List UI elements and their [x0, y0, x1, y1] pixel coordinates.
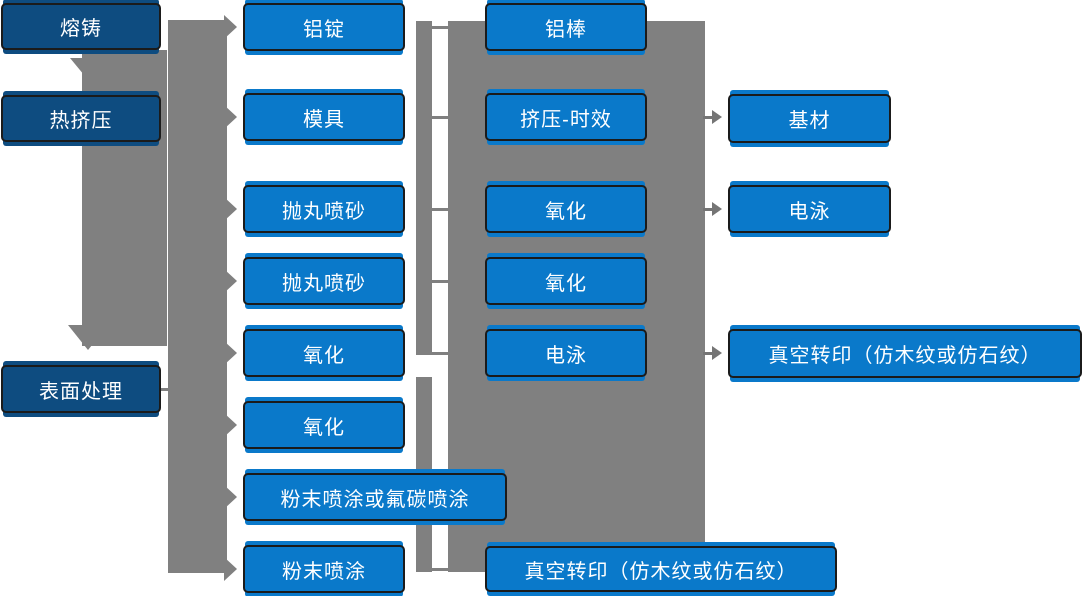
link-row8	[432, 568, 485, 571]
arrow-right-row2-icon	[224, 105, 237, 129]
arrow-right-row5-icon	[224, 341, 237, 365]
node-vacuum-transfer-print-bottom: 真空转印（仿木纹或仿石纹）	[485, 546, 837, 592]
arrow-right-row4-icon	[224, 269, 237, 293]
link-row4	[432, 280, 448, 283]
link-row2	[432, 116, 448, 119]
node-oxidation-2: 氧化	[243, 401, 405, 449]
node-surface-treatment: 表面处理	[1, 365, 161, 413]
node-electrophoresis-2: 电泳	[728, 185, 891, 233]
node-oxidation-1: 氧化	[243, 329, 405, 377]
arrow-to-substrate-icon	[712, 110, 722, 124]
node-aluminum-rod: 铝棒	[485, 3, 647, 51]
node-substrate: 基材	[728, 94, 891, 143]
arrow-right-row8-icon	[224, 557, 237, 581]
node-melting-casting: 熔铸	[1, 3, 161, 50]
link-surface-treatment	[161, 388, 176, 391]
node-electrophoresis-1: 电泳	[485, 329, 647, 377]
node-mold: 模具	[243, 93, 405, 141]
arrow-down-to-hot-extrusion-icon	[70, 58, 108, 81]
node-hot-extrusion: 热挤压	[1, 95, 161, 142]
arrow-to-vacuum-transfer-icon	[712, 346, 722, 360]
link-row1	[432, 26, 448, 29]
connector-bar-upper	[416, 21, 432, 355]
arrow-to-electrophoresis-icon	[712, 202, 722, 216]
node-vacuum-transfer-print-right: 真空转印（仿木纹或仿石纹）	[728, 329, 1082, 378]
node-oxidation-4: 氧化	[485, 257, 647, 305]
link-row5	[432, 352, 448, 355]
arrow-right-row3-icon	[224, 197, 237, 221]
node-powder-coating: 粉末喷涂	[243, 545, 405, 593]
arrow-right-row1-icon	[224, 15, 237, 39]
node-extrusion-aging: 挤压-时效	[485, 93, 647, 141]
arrow-right-row7-icon	[224, 485, 237, 509]
node-aluminum-ingot: 铝锭	[243, 3, 405, 51]
arrow-to-vacuum-transfer-shaft	[703, 352, 713, 355]
arrow-down-to-surface-treatment-icon	[68, 325, 108, 350]
node-shot-blasting-1: 抛丸喷砂	[243, 185, 405, 233]
arrow-right-row6-icon	[224, 413, 237, 437]
link-row3	[432, 208, 448, 211]
node-oxidation-3: 氧化	[485, 185, 647, 233]
arrow-to-substrate-shaft	[703, 116, 713, 119]
node-shot-blasting-2: 抛丸喷砂	[243, 257, 405, 305]
node-powder-or-fluorocarbon-coating: 粉末喷涂或氟碳喷涂	[243, 473, 507, 521]
arrow-to-electrophoresis-shaft	[703, 208, 713, 211]
connector-band-main	[168, 20, 227, 573]
